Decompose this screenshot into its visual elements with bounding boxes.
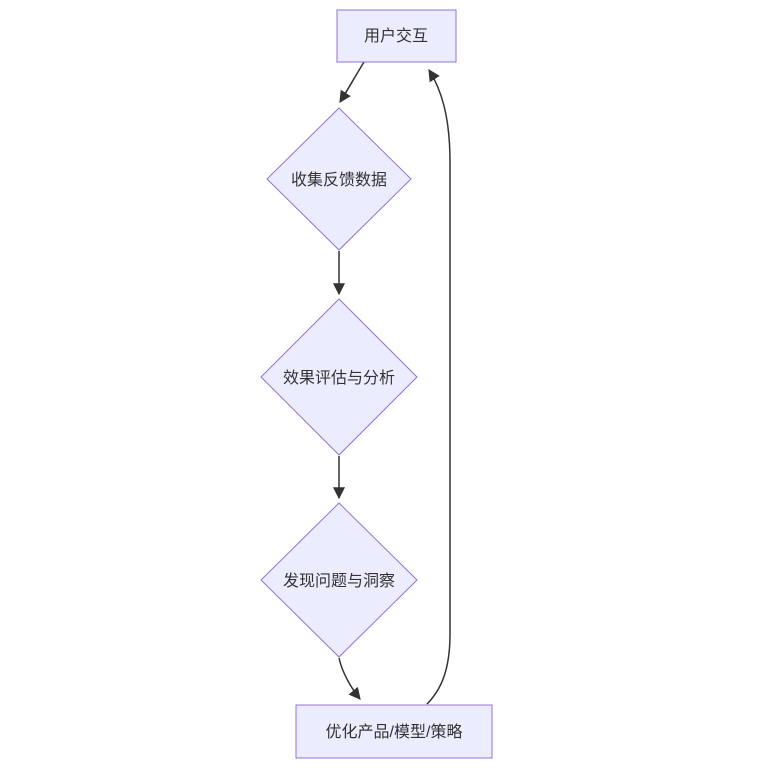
edge-discover-insights-to-optimize [338,657,361,700]
node-label: 收集反馈数据 [291,171,387,189]
edge-layer [333,61,451,705]
edge-user-interaction-to-collect-feedback [339,61,365,104]
node-optimize: 优化产品/模型/策略 [295,704,493,759]
diamond-shape [266,107,412,251]
diamond-shape [260,502,418,658]
edge-optimize-loop-back-to-user-interaction [426,68,451,705]
rectangle-shape [295,704,493,759]
node-label: 优化产品/模型/策略 [326,723,463,741]
node-label: 发现问题与洞察 [283,572,395,590]
node-discover-insights: 发现问题与洞察 [260,502,418,658]
node-label: 用户交互 [364,27,428,45]
node-label: 效果评估与分析 [283,369,395,387]
node-evaluate-analyze: 效果评估与分析 [260,298,418,456]
rectangle-shape [336,9,457,63]
node-user-interaction: 用户交互 [336,9,457,63]
node-collect-feedback: 收集反馈数据 [266,107,412,251]
diamond-shape [260,298,418,456]
